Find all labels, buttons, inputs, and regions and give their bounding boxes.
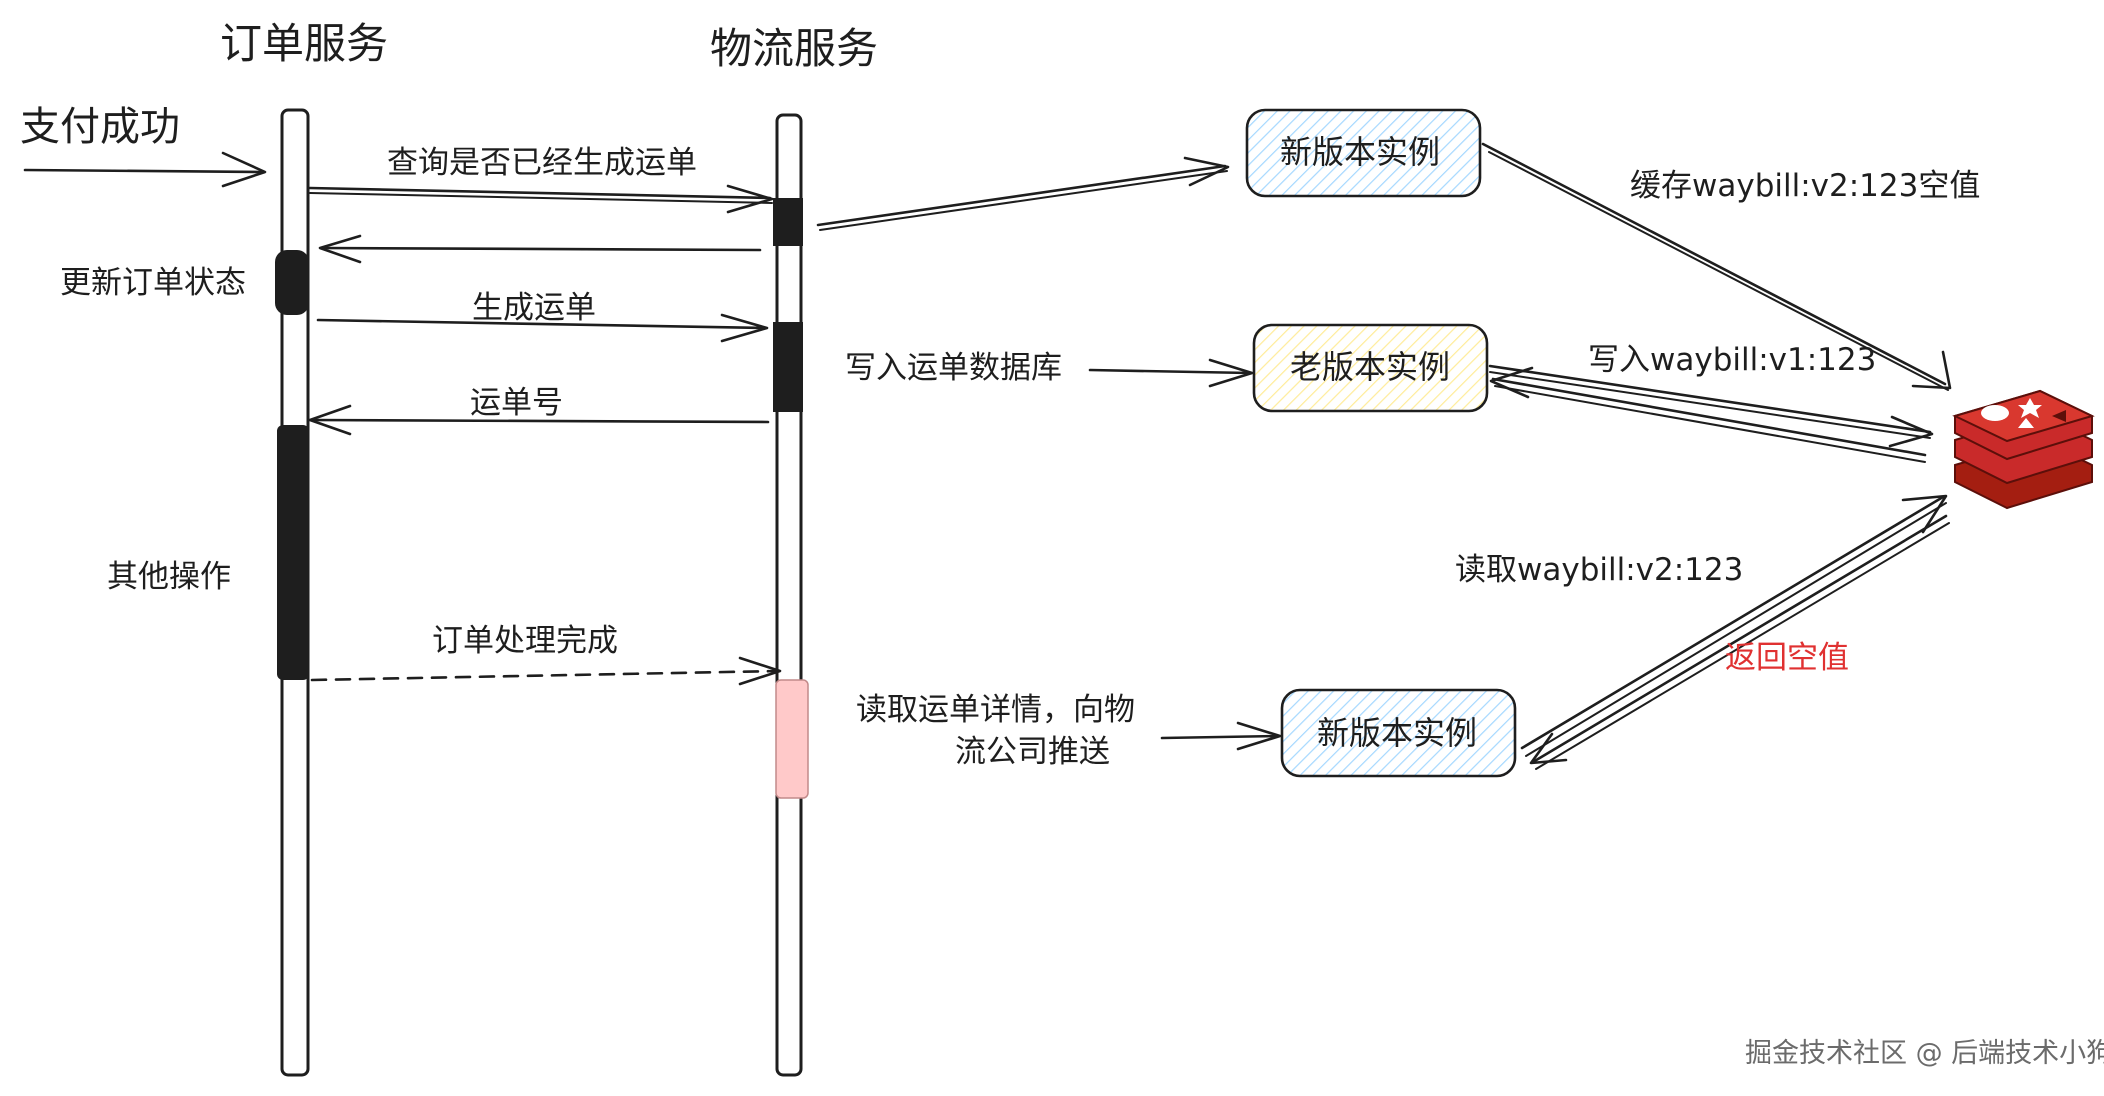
activation-query (773, 198, 803, 246)
activation-create-waybill (773, 322, 803, 412)
new-version-instance-top: 新版本实例 (1245, 108, 1482, 198)
read-detail-arrow (1160, 721, 1282, 751)
other-operations-label: 其他操作 (107, 559, 231, 595)
order-done-label: 订单处理完成 (432, 623, 618, 659)
activation-push (775, 679, 809, 799)
new-version-instance-bottom: 新版本实例 (1280, 688, 1517, 778)
payment-success-label: 支付成功 (20, 104, 180, 150)
waybill-number-label: 运单号 (470, 385, 563, 421)
create-waybill-arrow (316, 313, 769, 343)
order-service-title: 订单服务 (220, 19, 388, 68)
redis-cache-icon (1952, 389, 2095, 510)
write-waybill-db-arrow (1088, 358, 1254, 388)
old-version-instance-label: 老版本实例 (1290, 348, 1450, 386)
update-order-status-label: 更新订单状态 (60, 265, 246, 301)
activation-other-ops (277, 425, 309, 680)
logistics-service-lifeline (773, 113, 809, 1077)
query-reply-arrow (318, 234, 762, 264)
return-empty-arrow (1529, 514, 1950, 770)
create-waybill-label: 生成运单 (472, 290, 596, 326)
cache-empty-v2-label: 缓存waybill:v2:123空值 (1630, 168, 1980, 204)
write-v1-label: 写入waybill:v1:123 (1588, 342, 1876, 378)
order-done-arrow (310, 656, 782, 686)
write-waybill-db-label: 写入运单数据库 (845, 350, 1062, 386)
query-to-new-instance-arrow (816, 156, 1230, 231)
new-version-instance-bottom-label: 新版本实例 (1317, 714, 1477, 752)
read-detail-label-line1: 读取运单详情，向物 (856, 692, 1135, 728)
read-detail-label-line2: 流公司推送 (955, 734, 1110, 770)
watermark: 掘金技术社区 @ 后端技术小狗 (1745, 1038, 2104, 1069)
query-waybill-label: 查询是否已经生成运单 (387, 145, 697, 181)
waybill-number-arrow (308, 404, 770, 436)
activation-update-status (275, 250, 309, 315)
write-v1-reply-arrow (1489, 366, 1927, 463)
query-waybill-arrow (308, 184, 774, 214)
read-v2-arrow (1520, 494, 1948, 757)
old-version-instance: 老版本实例 (1252, 323, 1489, 413)
payment-success-arrow (23, 151, 267, 188)
new-version-instance-top-label: 新版本实例 (1280, 133, 1440, 171)
order-service-lifeline (275, 108, 310, 1077)
read-v2-label: 读取waybill:v2:123 (1455, 552, 1743, 588)
return-empty-label: 返回空值 (1725, 640, 1849, 676)
logistics-service-title: 物流服务 (710, 24, 878, 73)
cache-empty-v2-arrow (1481, 142, 1952, 391)
write-v1-arrow (1488, 364, 1934, 448)
